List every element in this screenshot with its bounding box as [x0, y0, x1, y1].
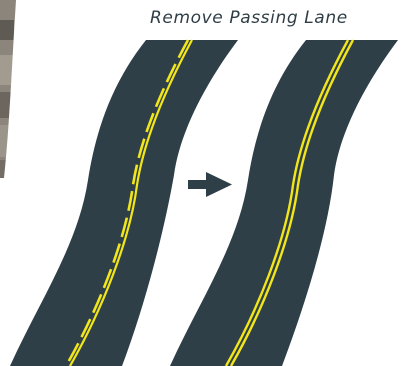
right-arrow-icon [188, 172, 232, 197]
